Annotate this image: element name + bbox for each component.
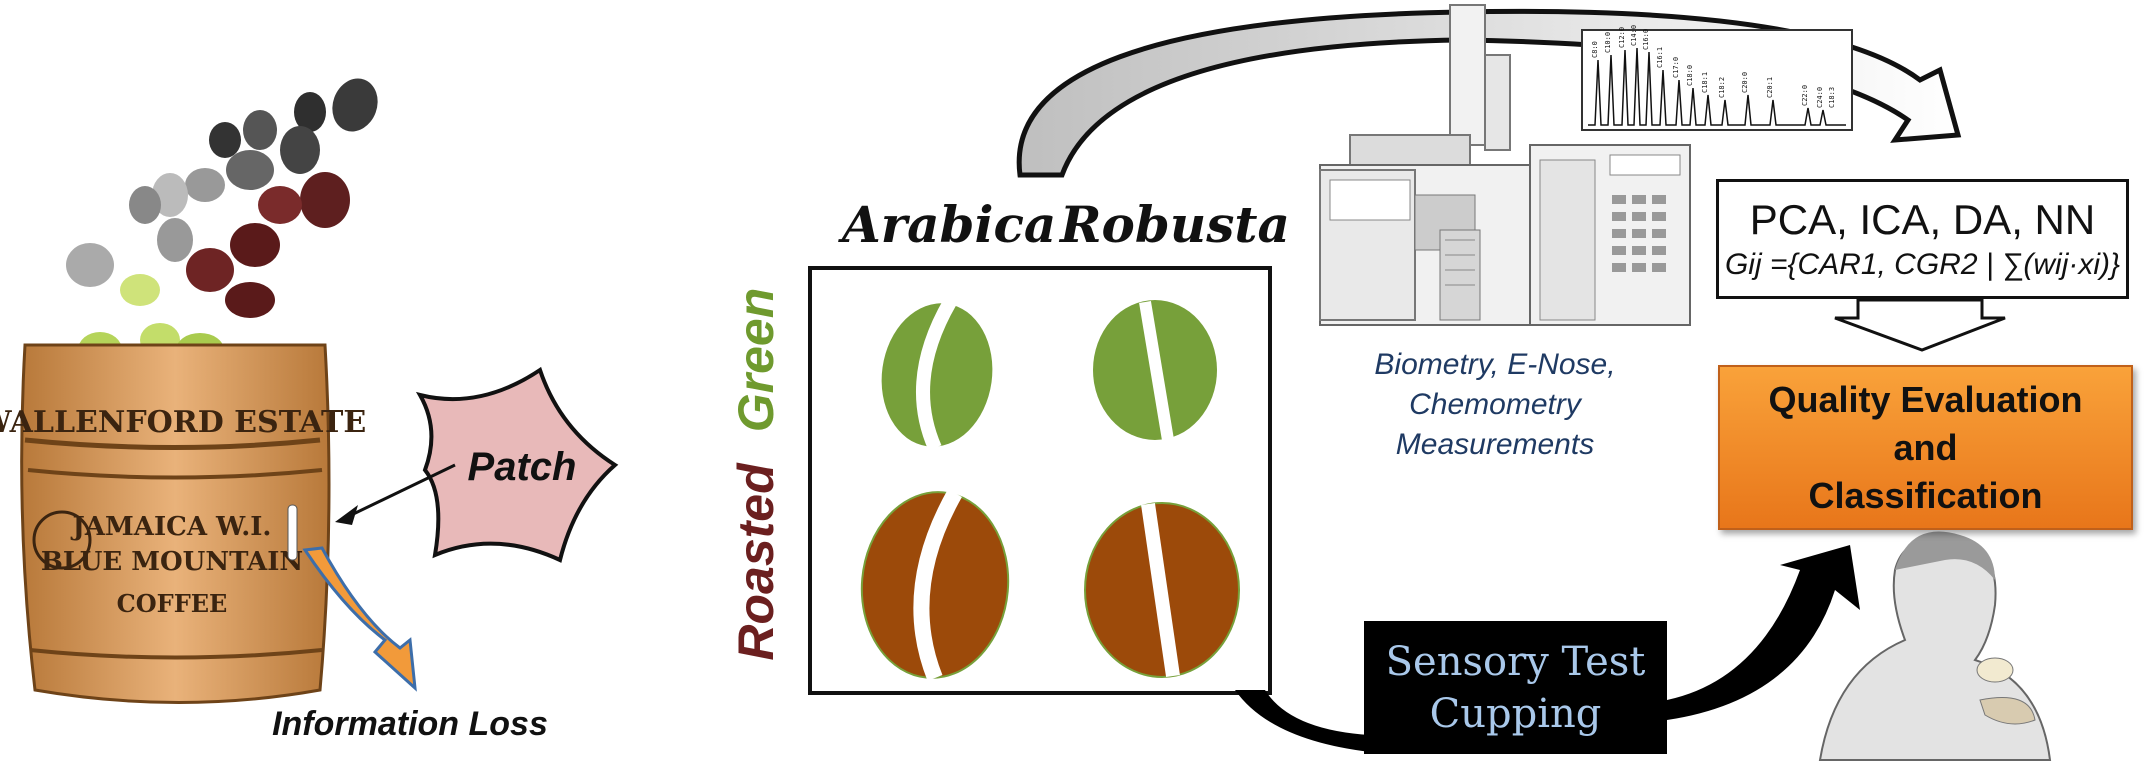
peak-label: C20:1: [1766, 77, 1774, 98]
peak-label: C18:2: [1718, 77, 1726, 98]
measurements-line: Chemometry: [1409, 388, 1581, 421]
peak-label: C12:0: [1618, 27, 1626, 48]
grid-to-sensory-arrow: [1235, 690, 1370, 752]
sensory-to-quality-arrow: [1667, 545, 1860, 720]
coffee-barrel: WALLENFORD ESTATE JAMAICA W.I. BLUE MOUN…: [0, 343, 366, 704]
methods-title: PCA, ICA, DA, NN: [1749, 196, 2096, 243]
chromatogram: C8:0 C10:0 C12:0 C14:0 C16:0 C16:1 C17:0…: [1581, 25, 1853, 131]
down-arrow: [1834, 298, 2006, 352]
peak-label: C14:0: [1630, 25, 1638, 46]
bean-arabica-roasted: [860, 489, 1010, 681]
row-label-roasted: Roasted: [728, 462, 784, 661]
barrel-label: JAMAICA W.I.: [71, 512, 272, 542]
bean-robusta-roasted: [1084, 502, 1240, 678]
gas-chromatograph: [1319, 4, 1691, 326]
peak-label: C22:0: [1801, 85, 1809, 106]
quality-line: Quality Evaluation: [1768, 378, 2083, 420]
peak-label: C18:3: [1828, 87, 1836, 108]
peak-label: C16:1: [1656, 47, 1664, 68]
peak-label: C17:0: [1672, 57, 1680, 78]
col-label-arabica: Arabica: [842, 195, 1057, 254]
sensory-line: Cupping: [1429, 690, 1602, 737]
patch-arrow: [344, 463, 456, 520]
taster-person: [1818, 531, 2052, 761]
quality-line: Classification: [1808, 474, 2043, 516]
sensory-line: Sensory Test: [1385, 638, 1646, 685]
methods-formula: Gij ={CAR1, CGR2 | ∑(wij·xi)}: [1724, 248, 2121, 281]
measurements-label: Biometry, E-Nose, Chemometry Measurement…: [1340, 345, 1650, 465]
methods-box: PCA, ICA, DA, NN Gij ={CAR1, CGR2 | ∑(wi…: [1716, 179, 2129, 299]
peak-label: C24:0: [1816, 87, 1824, 108]
patch-shape: [415, 366, 619, 563]
peak-label: C10:0: [1604, 32, 1612, 53]
peak-label: C8:0: [1591, 41, 1599, 58]
info-loss-arrow: [302, 546, 417, 692]
measurements-line: Measurements: [1395, 428, 1595, 461]
peak-label: C20:0: [1741, 72, 1749, 93]
measurements-line: Biometry, E-Nose,: [1374, 348, 1616, 381]
bean-robusta-green: [1093, 300, 1217, 441]
bean-arabica-green: [881, 298, 993, 451]
row-label-green: Green: [728, 288, 784, 433]
quality-line: and: [1893, 426, 1958, 468]
barrel-label: WALLENFORD ESTATE: [0, 405, 366, 440]
peak-label: C16:0: [1642, 29, 1650, 50]
peak-label: C18:0: [1686, 65, 1694, 86]
barrel-label: COFFEE: [117, 589, 228, 618]
patch-label: Patch: [468, 445, 577, 489]
barrel-label: BLUE MOUNTAIN: [41, 547, 303, 577]
peak-label: C18:1: [1701, 72, 1709, 93]
quality-evaluation-box: Quality Evaluation and Classification: [1718, 365, 2133, 530]
info-loss-label: Information Loss: [272, 705, 548, 743]
col-label-robusta: Robusta: [1060, 195, 1290, 254]
sensory-test-box: Sensory Test Cupping: [1364, 621, 1667, 754]
falling-coffee-beans: [66, 78, 378, 368]
